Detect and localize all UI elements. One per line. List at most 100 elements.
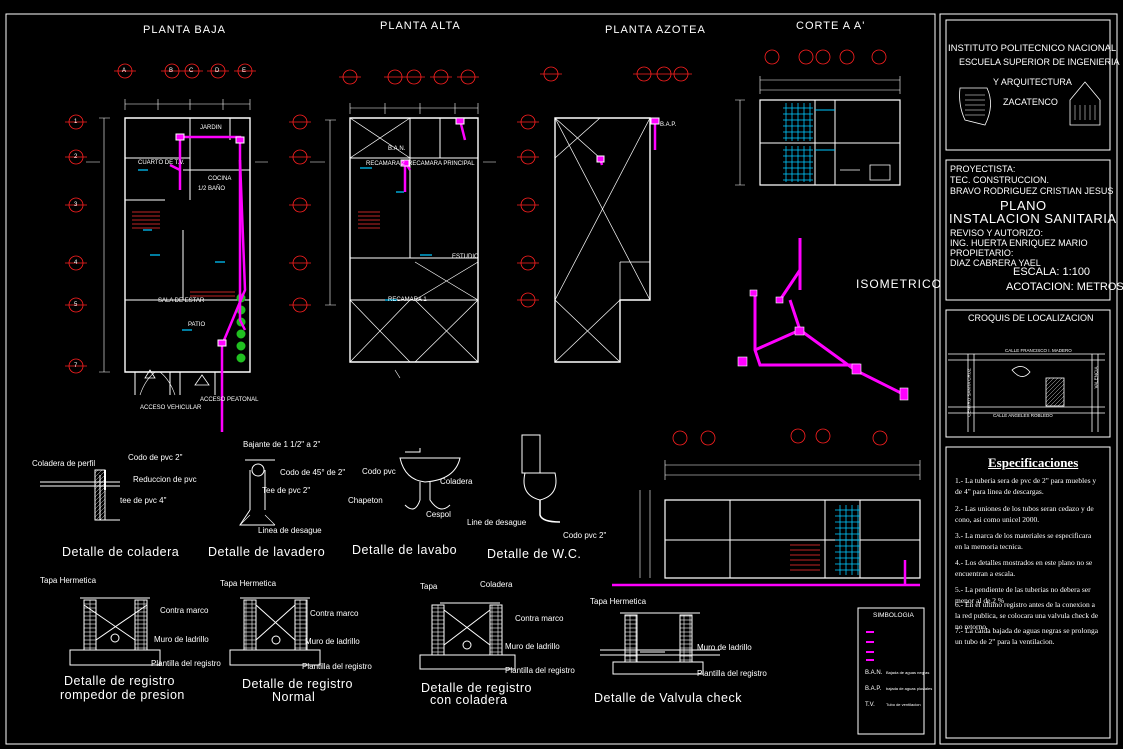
room-patio: PATIO xyxy=(188,322,206,328)
spec-6: 6.- En el ultimo registro antes de la co… xyxy=(955,600,1099,631)
room-medio-bano: 1/2 BAÑO xyxy=(198,186,226,192)
reg-coladera-title-2: con coladera xyxy=(430,693,508,707)
axis-label-5: 5 xyxy=(74,302,78,308)
planta-alta-title: PLANTA ALTA xyxy=(380,20,461,32)
isometrico-drawing xyxy=(737,238,909,401)
planta-azotea-title: PLANTA AZOTEA xyxy=(605,24,706,36)
croquis-map xyxy=(948,353,1105,432)
detalle-wc-title: Detalle de W.C. xyxy=(487,547,582,561)
room-recamara-2: RECAMARA 2 xyxy=(366,161,405,167)
detalle-lavabo-title: Detalle de lavabo xyxy=(352,543,458,557)
planta-alta-drawing xyxy=(289,69,496,379)
room-sala: SALA DE ESTAR xyxy=(158,298,205,304)
planta-baja-drawing xyxy=(65,63,268,432)
room-cuarto-tv: CUARTO DE T.V. xyxy=(138,160,185,166)
reg-presion-title-1: Detalle de registro xyxy=(64,674,175,688)
planta-azotea-drawing xyxy=(517,66,692,363)
lavadero-label-bajante: Bajante de 1 1/2" a 2" xyxy=(243,440,321,449)
corte-bottom-drawing xyxy=(612,428,921,587)
room-recamara-principal: RECAMARA PRINCIPAL xyxy=(408,161,475,167)
axis-label-7: 7 xyxy=(74,363,78,369)
lavabo-label-codo: Codo pvc xyxy=(362,467,396,476)
reg-presion-label-muro: Muro de ladrillo xyxy=(154,635,209,644)
legend-desc-ban: Bajada de aguas negras xyxy=(886,670,930,675)
coladera-label-perfil: Coladera de perfil xyxy=(32,459,96,468)
room-acceso-peatonal: ACCESO PEATONAL xyxy=(200,397,259,403)
proyectista-name: BRAVO RODRIGUEZ CRISTIAN JESUS xyxy=(950,186,1114,196)
spec-3: 3.- La marca de los materiales se especi… xyxy=(955,531,1092,551)
lavadero-label-linea: Linea de desague xyxy=(258,526,322,535)
institution-line-4: ZACATENCO xyxy=(1003,97,1058,107)
label-ban: B.A.N. xyxy=(388,146,406,152)
lavadero-label-tee: Tee de pvc 2" xyxy=(262,486,311,495)
reg-normal-label-plantilla: Plantilla del registro xyxy=(302,662,372,671)
valvula-label-muro: Muro de ladrillo xyxy=(697,643,752,652)
reg-coladera-label-muro: Muro de ladrillo xyxy=(505,642,560,651)
spec-7: 7.- La caida bajada de aguas negras se p… xyxy=(955,626,1099,646)
detail-registros-drawing xyxy=(69,597,720,675)
reg-normal-label-tapa: Tapa Hermetica xyxy=(220,579,277,588)
reg-normal-title-2: Normal xyxy=(272,690,316,704)
reg-normal-label-marco: Contra marco xyxy=(310,609,359,618)
reg-coladera-title-1: Detalle de registro xyxy=(421,681,532,695)
legend-item-tv: T.V. xyxy=(865,702,875,708)
proyectista-line-2: TEC. CONSTRUCCION. xyxy=(950,175,1049,185)
propietario-label: PROPIETARIO: xyxy=(950,248,1014,258)
corte-title: CORTE A A' xyxy=(796,20,866,32)
spec-2: 2.- Las uniones de los tubos seran cedaz… xyxy=(955,504,1094,524)
propietario-name: DIAZ CABRERA YAEL xyxy=(950,258,1041,268)
croquis-street-2: CALLE ANGELES ROBLEDO xyxy=(993,413,1053,418)
sheet-border xyxy=(5,13,936,745)
room-recamara-1: RECAMARA 1 xyxy=(388,297,427,303)
proyectista-label: PROYECTISTA: xyxy=(950,164,1016,174)
lavadero-label-codo: Codo de 45° de 2" xyxy=(280,468,346,477)
reviso-name: ING. HUERTA ENRIQUEZ MARIO xyxy=(950,238,1088,248)
plano-label: PLANO xyxy=(1000,198,1047,213)
spec-1: 1.- La tuberia sera de pvc de 2" para mu… xyxy=(955,476,1097,496)
acotacion: ACOTACION: METROS xyxy=(1006,281,1123,293)
axis-label-c: C xyxy=(189,68,194,74)
label-bap: B.A.P. xyxy=(660,122,677,128)
wc-label-line: Line de desague xyxy=(467,518,527,527)
title-block-frame xyxy=(939,13,1118,745)
ipn-logo xyxy=(959,87,991,126)
legend-box xyxy=(857,607,925,735)
axis-label-b: B xyxy=(169,68,174,74)
legend-item-bap: B.A.P. xyxy=(865,686,882,692)
valvula-label-tapa: Tapa Hermetica xyxy=(590,597,647,606)
reg-coladera-label-tapa: Tapa xyxy=(420,582,438,591)
room-jardin: JARDIN xyxy=(200,125,222,131)
room-estudio: ESTUDIO xyxy=(452,254,479,260)
institution-line-1: INSTITUTO POLITECNICO NACIONAL xyxy=(948,43,1117,54)
legend-desc-bap: bajada de aguas pluviales xyxy=(886,686,933,691)
detail-wc-drawing xyxy=(521,434,561,523)
planta-baja-title: PLANTA BAJA xyxy=(143,24,226,36)
detalle-coladera-title: Detalle de coladera xyxy=(62,545,180,559)
reg-coladera-label-plantilla: Plantilla del registro xyxy=(505,666,575,675)
escala: ESCALA: 1:100 xyxy=(1013,266,1091,278)
detail-lavadero-drawing xyxy=(239,459,276,526)
detail-coladera-drawing xyxy=(40,469,120,521)
esia-logo xyxy=(1069,81,1101,126)
lavabo-label-coladera: Coladera xyxy=(440,477,473,486)
croquis-street-1: CALLE FRANCISCO I. MADERO xyxy=(1005,348,1072,353)
reg-presion-label-tapa: Tapa Hermetica xyxy=(40,576,97,585)
room-acceso-vehicular: ACCESO VEHICULAR xyxy=(140,405,202,411)
axis-label-a: A xyxy=(122,68,127,74)
valvula-label-plantilla: Plantilla del registro xyxy=(697,669,767,678)
spec-5: 5.- La pendiente de las tuberias no debe… xyxy=(955,585,1091,605)
legend-item-ban: B.A.N. xyxy=(865,670,883,676)
wc-label-codo: Codo pvc 2" xyxy=(563,531,607,540)
reg-presion-label-marco: Contra marco xyxy=(160,606,209,615)
coladera-label-reduccion: Reduccion de pvc xyxy=(133,475,197,484)
axis-label-2: 2 xyxy=(74,154,78,160)
lavabo-label-cespol: Cespol xyxy=(426,510,451,519)
lavabo-label-chapeton: Chapeton xyxy=(348,496,383,505)
reviso-label: REVISO Y AUTORIZO: xyxy=(950,228,1044,238)
reg-coladera-label-coladera: Coladera xyxy=(480,580,513,589)
reg-presion-label-plantilla: Plantilla del registro xyxy=(151,659,221,668)
croquis-street-3: CENTRO SANTA CRUZ xyxy=(966,368,972,417)
coladera-label-codo: Codo de pvc 2" xyxy=(128,453,183,462)
legend-desc-tv: Tubo de ventilacion xyxy=(886,702,921,707)
